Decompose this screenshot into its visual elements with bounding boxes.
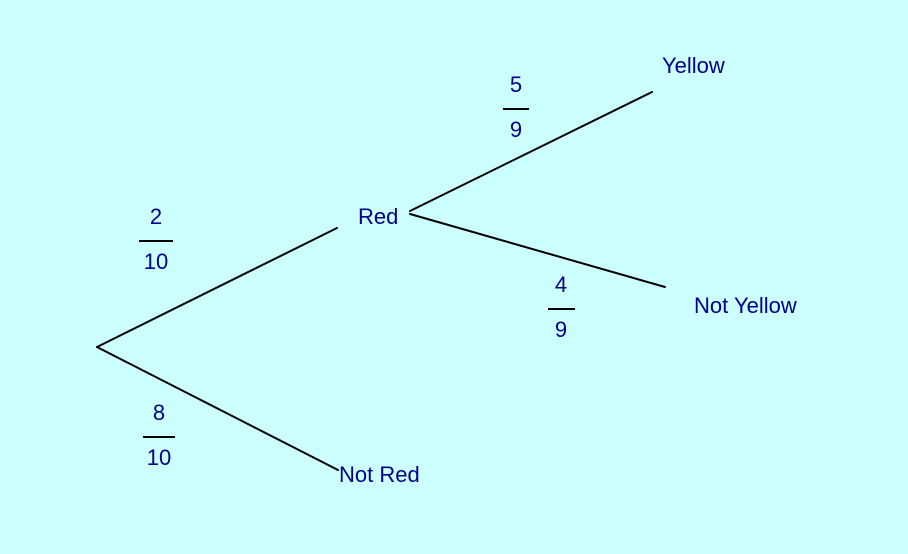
fraction-numerator: 4 <box>554 272 568 297</box>
fraction-denominator: 10 <box>146 445 172 470</box>
node-label-not-red: Not Red <box>339 462 420 487</box>
node-label-not-yellow: Not Yellow <box>694 293 797 318</box>
probability-fraction-red: 2 10 <box>134 206 178 273</box>
fraction-numerator: 2 <box>149 204 163 229</box>
branch-line-root-red <box>96 227 338 348</box>
branch-line-root-not-red <box>96 346 339 471</box>
fraction-bar <box>547 308 575 310</box>
probability-fraction-not-red: 8 10 <box>137 402 181 469</box>
node-label-yellow: Yellow <box>662 53 725 78</box>
fraction-denominator: 9 <box>509 117 523 142</box>
node-label-red: Red <box>358 204 399 229</box>
probability-fraction-not-yellow: 4 9 <box>539 274 583 341</box>
fraction-numerator: 5 <box>509 72 523 97</box>
probability-fraction-yellow: 5 9 <box>494 74 538 141</box>
fraction-denominator: 10 <box>143 249 169 274</box>
fraction-bar <box>143 436 175 438</box>
branch-line-red-not-yellow <box>409 213 666 288</box>
fraction-bar <box>503 108 529 110</box>
branch-line-red-yellow <box>409 91 653 212</box>
fraction-bar <box>139 240 173 242</box>
fraction-denominator: 9 <box>554 317 568 342</box>
fraction-numerator: 8 <box>152 400 166 425</box>
